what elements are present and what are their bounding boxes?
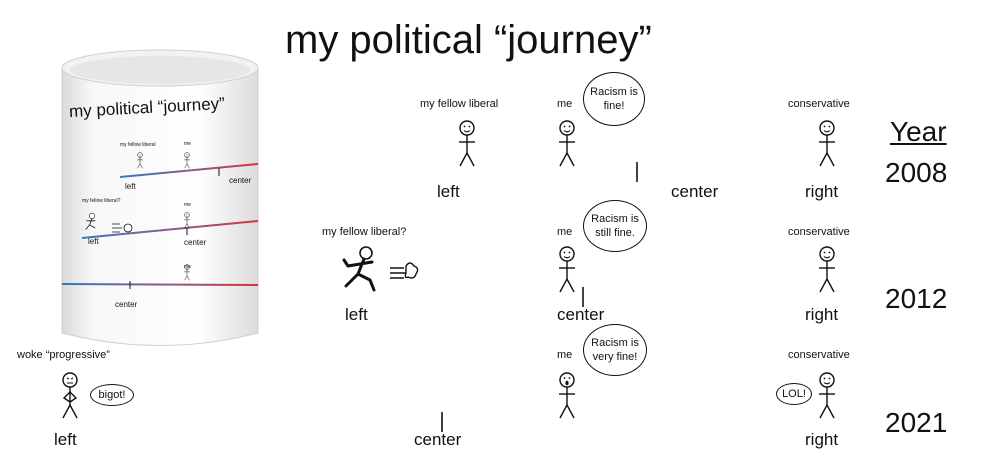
figure-me — [555, 372, 579, 422]
lol-speech-bubble: LOL! — [776, 383, 812, 405]
year-label: 2008 — [885, 157, 948, 188]
axis-left-label: left — [54, 430, 77, 449]
figure-conservative — [815, 120, 839, 170]
row-right-label: conservative — [788, 98, 850, 110]
axis-right-label: right — [805, 182, 839, 201]
row-right-label: conservative — [788, 349, 850, 361]
mug-label: left — [88, 237, 99, 246]
figure-running-liberal — [340, 246, 420, 292]
row-me-label: me — [557, 349, 573, 361]
mug-label: left — [125, 182, 136, 191]
mug-label: my fellow liberal? — [82, 198, 121, 204]
figure-me — [555, 120, 579, 170]
mug-label: me — [184, 202, 191, 208]
figure-me — [555, 246, 579, 296]
mug-label: me — [184, 141, 191, 147]
year-header: Year — [890, 116, 947, 147]
axis-center-label: center — [671, 182, 719, 201]
year-label: 2021 — [885, 407, 948, 438]
mug-label: my fellow liberal — [120, 142, 156, 148]
axis-right-label: right — [805, 305, 839, 324]
figure-fellow-liberal — [455, 120, 479, 170]
mug-image: my political “journey” my fellow liberal… — [52, 38, 272, 358]
figure-conservative — [815, 372, 839, 422]
speech-bubble: Racism is fine! — [583, 72, 645, 126]
figure-woke-progressive — [58, 372, 82, 422]
speech-bubble: Racism is very fine! — [583, 324, 647, 376]
page-title: my political “journey” — [285, 18, 652, 62]
figure-conservative — [815, 246, 839, 296]
mug-label: center — [115, 300, 138, 309]
axis-center-label: center — [414, 430, 462, 449]
mug-label: center — [229, 176, 252, 185]
mug-label: me — [184, 264, 191, 270]
row-me-label: me — [557, 226, 573, 238]
axis-center-label: center — [557, 305, 605, 324]
bigot-speech-bubble: bigot! — [90, 384, 134, 406]
row-right-label: conservative — [788, 226, 850, 238]
mug-label: center — [184, 238, 207, 247]
row-left-label: woke “progressive” — [17, 349, 110, 361]
row-left-label: my fellow liberal — [420, 98, 499, 110]
row-left-label: my fellow liberal? — [322, 226, 407, 238]
axis-left-label: left — [437, 182, 460, 201]
axis-left-label: left — [345, 305, 368, 324]
speech-bubble: Racism is still fine. — [583, 200, 647, 252]
row-me-label: me — [557, 98, 573, 110]
axis-right-label: right — [805, 430, 839, 449]
year-label: 2012 — [885, 283, 948, 314]
